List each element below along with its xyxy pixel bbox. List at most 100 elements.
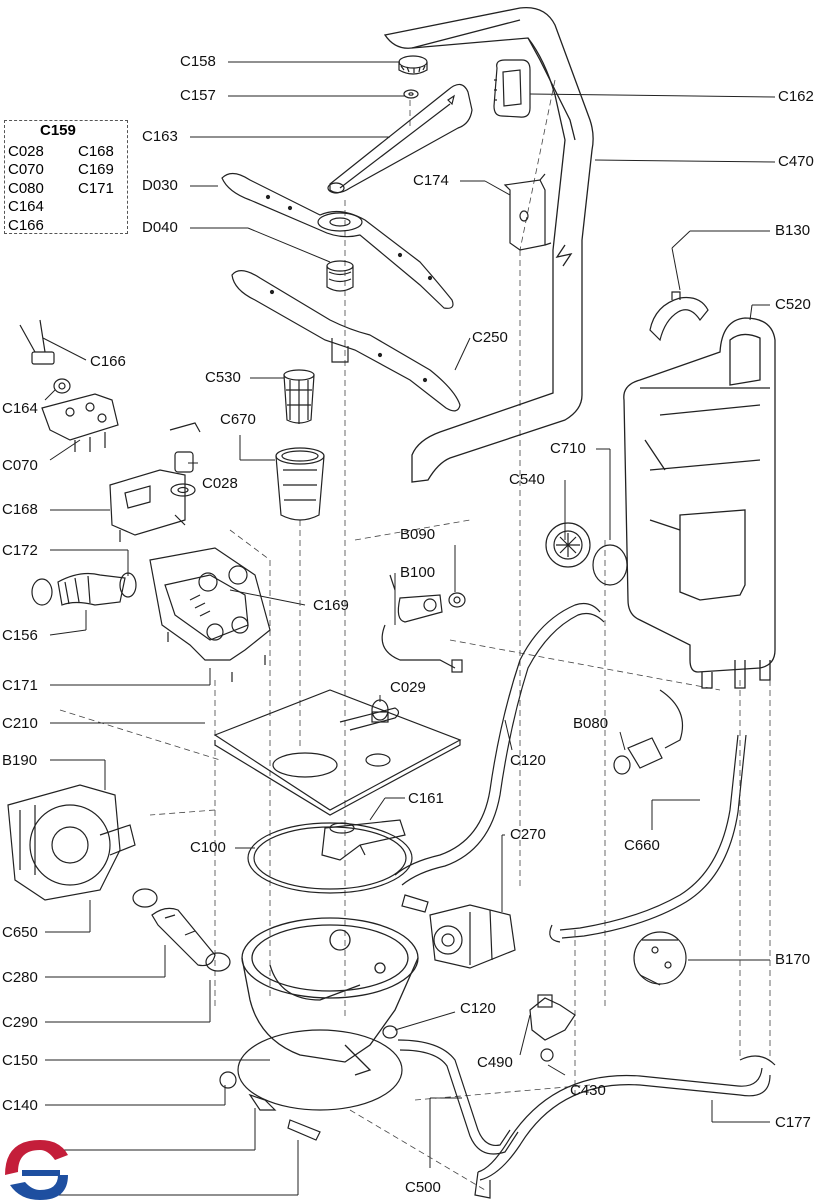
label-C250: C250 — [472, 329, 508, 346]
part-C670-microfilter — [275, 447, 325, 521]
label-C540: C540 — [509, 471, 545, 488]
label-C158: C158 — [180, 53, 216, 70]
part-C162-seal — [493, 59, 531, 118]
label-C470: C470 — [778, 153, 814, 170]
part-C100-ring — [247, 822, 413, 894]
legend-item: C070 — [8, 161, 44, 178]
part-C157-washer — [403, 89, 419, 99]
part-clamp-ring — [237, 1029, 403, 1111]
label-D030: D030 — [142, 177, 178, 194]
part-C163-upper-spray-arm — [327, 83, 473, 194]
legend-item: C166 — [8, 217, 44, 234]
label-B130: B130 — [775, 222, 811, 239]
label-C171: C171 — [2, 677, 38, 694]
label-C163: C163 — [142, 128, 178, 145]
label-C172: C172 — [2, 542, 38, 559]
label-C120-right: C120 — [510, 752, 546, 769]
label-C210: C210 — [2, 715, 38, 732]
leader-lines — [42, 61, 776, 1196]
label-C100: C100 — [190, 839, 226, 856]
part-C500-drain-hose — [397, 1039, 519, 1155]
label-C270: C270 — [510, 826, 546, 843]
part-C270-drain-pump — [401, 894, 516, 969]
label-C140: C140 — [2, 1097, 38, 1114]
label-B100: B100 — [400, 564, 436, 581]
label-C029: C029 — [390, 679, 426, 696]
label-C166: C166 — [90, 353, 126, 370]
part-C290-clamp — [132, 888, 231, 972]
part-C530-filter — [283, 369, 315, 424]
label-C500: C500 — [405, 1179, 441, 1196]
label-B080: B080 — [573, 715, 609, 732]
part-B170-pressure-switch — [633, 931, 687, 986]
label-C670: C670 — [220, 411, 256, 428]
label-C168: C168 — [2, 501, 38, 518]
part-B100-aquasensor — [381, 574, 463, 673]
part-C470-water-duct — [383, 6, 594, 483]
label-C530: C530 — [205, 369, 241, 386]
legend-item: C171 — [78, 180, 114, 197]
part-D030-spray-arm — [221, 172, 454, 309]
label-C150: C150 — [2, 1052, 38, 1069]
part-C540-cap — [545, 522, 591, 568]
part-C161-sump-insert — [321, 819, 406, 861]
label-C650: C650 — [2, 924, 38, 941]
part-C520-water-tank — [623, 317, 776, 689]
part-C177-corrugated-drain-hose — [474, 1055, 776, 1199]
part-D040-coupling — [326, 260, 354, 292]
label-C164: C164 — [2, 400, 38, 417]
part-C250-lower-spray-arm — [231, 270, 461, 412]
label-C161: C161 — [408, 790, 444, 807]
part-C158-nut — [398, 55, 428, 75]
label-C174: C174 — [413, 172, 449, 189]
part-C660-hose — [549, 734, 747, 943]
label-C157: C157 — [180, 87, 216, 104]
part-screw — [287, 1119, 321, 1141]
label-C177: C177 — [775, 1114, 811, 1131]
legend-item: C168 — [78, 143, 114, 160]
label-C490: C490 — [477, 1054, 513, 1071]
part-C150-sump — [241, 917, 419, 1076]
part-C028-clip — [169, 422, 201, 497]
part-B120-corrugated-hose — [394, 602, 605, 886]
part-C490-inlet-valve — [529, 994, 576, 1062]
label-C290: C290 — [2, 1014, 38, 1031]
legend-title: C159 — [40, 122, 76, 139]
label-C169: C169 — [313, 597, 349, 614]
part-C171-sump-housing — [149, 547, 271, 682]
label-C156: C156 — [2, 627, 38, 644]
legend-item: C028 — [8, 143, 44, 160]
label-C430: C430 — [570, 1082, 606, 1099]
part-C210-base-tray — [213, 689, 462, 816]
label-C710: C710 — [550, 440, 586, 457]
label-C280: C280 — [2, 969, 38, 986]
part-C164-grommet — [53, 378, 71, 394]
brand-logo — [5, 1140, 68, 1200]
part-C710-gasket — [592, 544, 628, 586]
part-C280-hose — [151, 907, 216, 967]
part-B080-valve-connector — [613, 689, 684, 775]
parts-group-legend-box — [4, 120, 128, 234]
part-B190-circulation-pump — [7, 784, 136, 901]
label-C028: C028 — [202, 475, 238, 492]
part-C168-cover — [109, 469, 186, 542]
label-B190: B190 — [2, 752, 38, 769]
part-C156-hose — [57, 572, 126, 606]
legend-item: C164 — [8, 198, 44, 215]
part-C070-heater — [41, 393, 119, 452]
part-C172-clamp — [31, 572, 137, 606]
part-B090-seal — [448, 592, 466, 608]
label-C120: C120 — [460, 1000, 496, 1017]
part-B130-clip — [649, 291, 709, 342]
part-C120-seal — [382, 1025, 398, 1039]
legend-item: C080 — [8, 180, 44, 197]
part-C140-plug — [219, 1071, 237, 1089]
label-C520: C520 — [775, 296, 811, 313]
label-C070: C070 — [2, 457, 38, 474]
label-B090: B090 — [400, 526, 436, 543]
label-B170: B170 — [775, 951, 811, 968]
label-D040: D040 — [142, 219, 178, 236]
part-C174-bracket — [503, 173, 552, 251]
